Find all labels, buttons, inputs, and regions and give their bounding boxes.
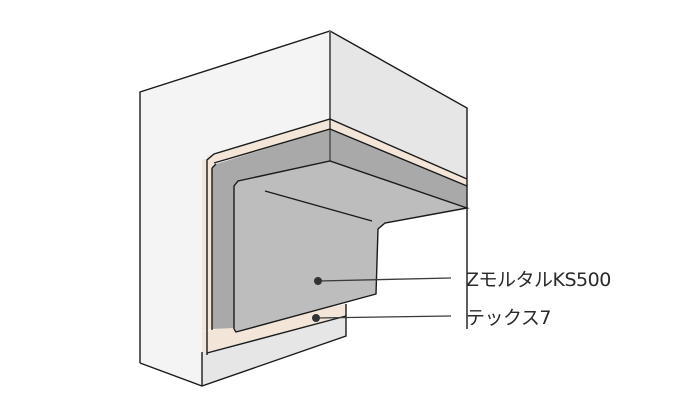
callout-dot-ks500 — [314, 277, 322, 285]
callout-tex7 — [312, 314, 452, 322]
mortar-ks500-block — [234, 161, 467, 332]
callout-ks500 — [314, 277, 452, 285]
callout-dot-tex7 — [312, 314, 320, 322]
mortar-outer-shell — [212, 129, 467, 329]
tex7-layer-left — [202, 156, 214, 352]
outlines — [139, 30, 470, 387]
wall-bottom-face — [202, 315, 346, 386]
label-mortar-ks500: ZモルタルKS500 — [466, 269, 611, 291]
tex7-layer-bottom — [202, 304, 346, 353]
label-tex7: テックス7 — [466, 307, 552, 329]
wall-front-face — [140, 31, 330, 386]
wall-right-face — [330, 31, 467, 179]
